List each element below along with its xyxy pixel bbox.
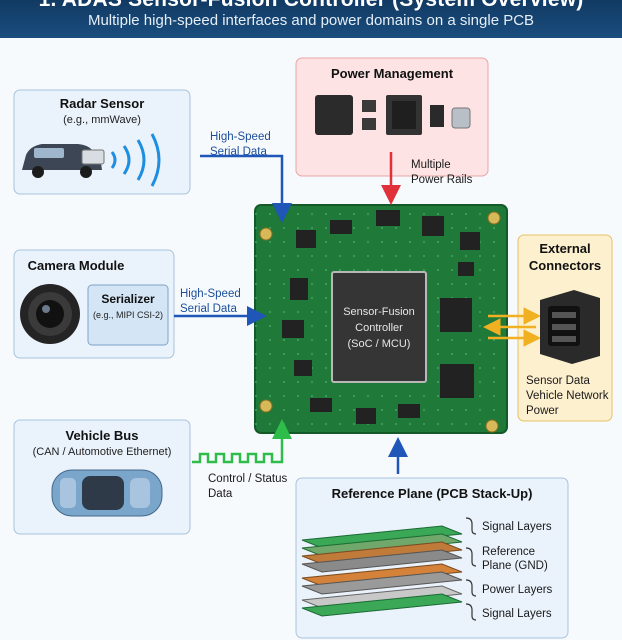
radar-link-label-2: Serial Data <box>210 146 267 158</box>
power-rails-label-2: Power Rails <box>411 174 473 186</box>
camera-module-title: Camera Module <box>27 258 125 273</box>
vehicle-bus-link-label-2: Data <box>208 488 233 500</box>
camera-link-label-2: Serial Data <box>180 303 237 315</box>
header-banner: 1. ADAS Sensor-Fusion Controller (System… <box>0 0 622 38</box>
connector-item-sensor-data: Sensor Data <box>526 375 590 387</box>
camera-link-label-1: High-Speed <box>180 288 241 300</box>
vehicle-bus-arrow <box>192 419 292 464</box>
connector-plug-icon <box>540 290 600 364</box>
power-management-title: Power Management <box>330 66 454 81</box>
controller-label-2: Controller <box>355 322 403 334</box>
vehicle-bus-title: Vehicle Bus <box>65 428 139 443</box>
power-components-icon <box>315 95 471 135</box>
external-connectors-title-2: Connectors <box>528 258 602 273</box>
serializer-box <box>87 284 169 346</box>
pcb-stackup-illustration <box>301 525 463 617</box>
stackup-layer-label: Reference Plane (GND) <box>482 546 548 572</box>
serializer-subtitle: (e.g., MIPI CSI-2) <box>92 310 163 320</box>
camera-lens-icon <box>20 284 80 344</box>
stackup-layer-label: Power Layers <box>482 584 553 596</box>
controller-label-3: (SoC / MCU) <box>347 338 411 350</box>
page-subtitle: Multiple high-speed interfaces and power… <box>87 12 535 29</box>
stackup-brackets <box>465 517 477 621</box>
stackup-title: Reference Plane (PCB Stack-Up) <box>331 486 533 501</box>
connector-arrows <box>483 307 541 347</box>
radar-sensor-subtitle: (e.g., mmWave) <box>63 114 141 126</box>
stackup-layer-label: Signal Layers <box>482 608 552 620</box>
vehicle-icon <box>51 469 163 517</box>
radar-link-label-1: High-Speed <box>210 131 271 143</box>
connector-item-vehicle-network: Vehicle Network <box>526 390 609 402</box>
vehicle-bus-subtitle: (CAN / Automotive Ethernet) <box>32 446 172 458</box>
controller-label-1: Sensor-Fusion <box>343 306 415 318</box>
stackup-layer-label: Signal Layers <box>482 521 552 533</box>
soc-chip <box>331 271 427 383</box>
connector-item-power: Power <box>526 405 559 417</box>
pcb-board <box>254 204 508 434</box>
power-rails-label-1: Multiple <box>411 159 451 171</box>
radar-sensor-title: Radar Sensor <box>59 96 145 111</box>
radar-waves-icon <box>110 133 161 187</box>
radar-data-arrow <box>200 154 292 223</box>
external-connectors-title-1: External <box>539 241 591 256</box>
serializer-title: Serializer <box>101 292 155 306</box>
radar-car-icon <box>22 144 105 178</box>
vehicle-bus-link-label-1: Control / Status <box>208 473 288 485</box>
page-title: 1. ADAS Sensor-Fusion Controller (System… <box>0 0 622 12</box>
